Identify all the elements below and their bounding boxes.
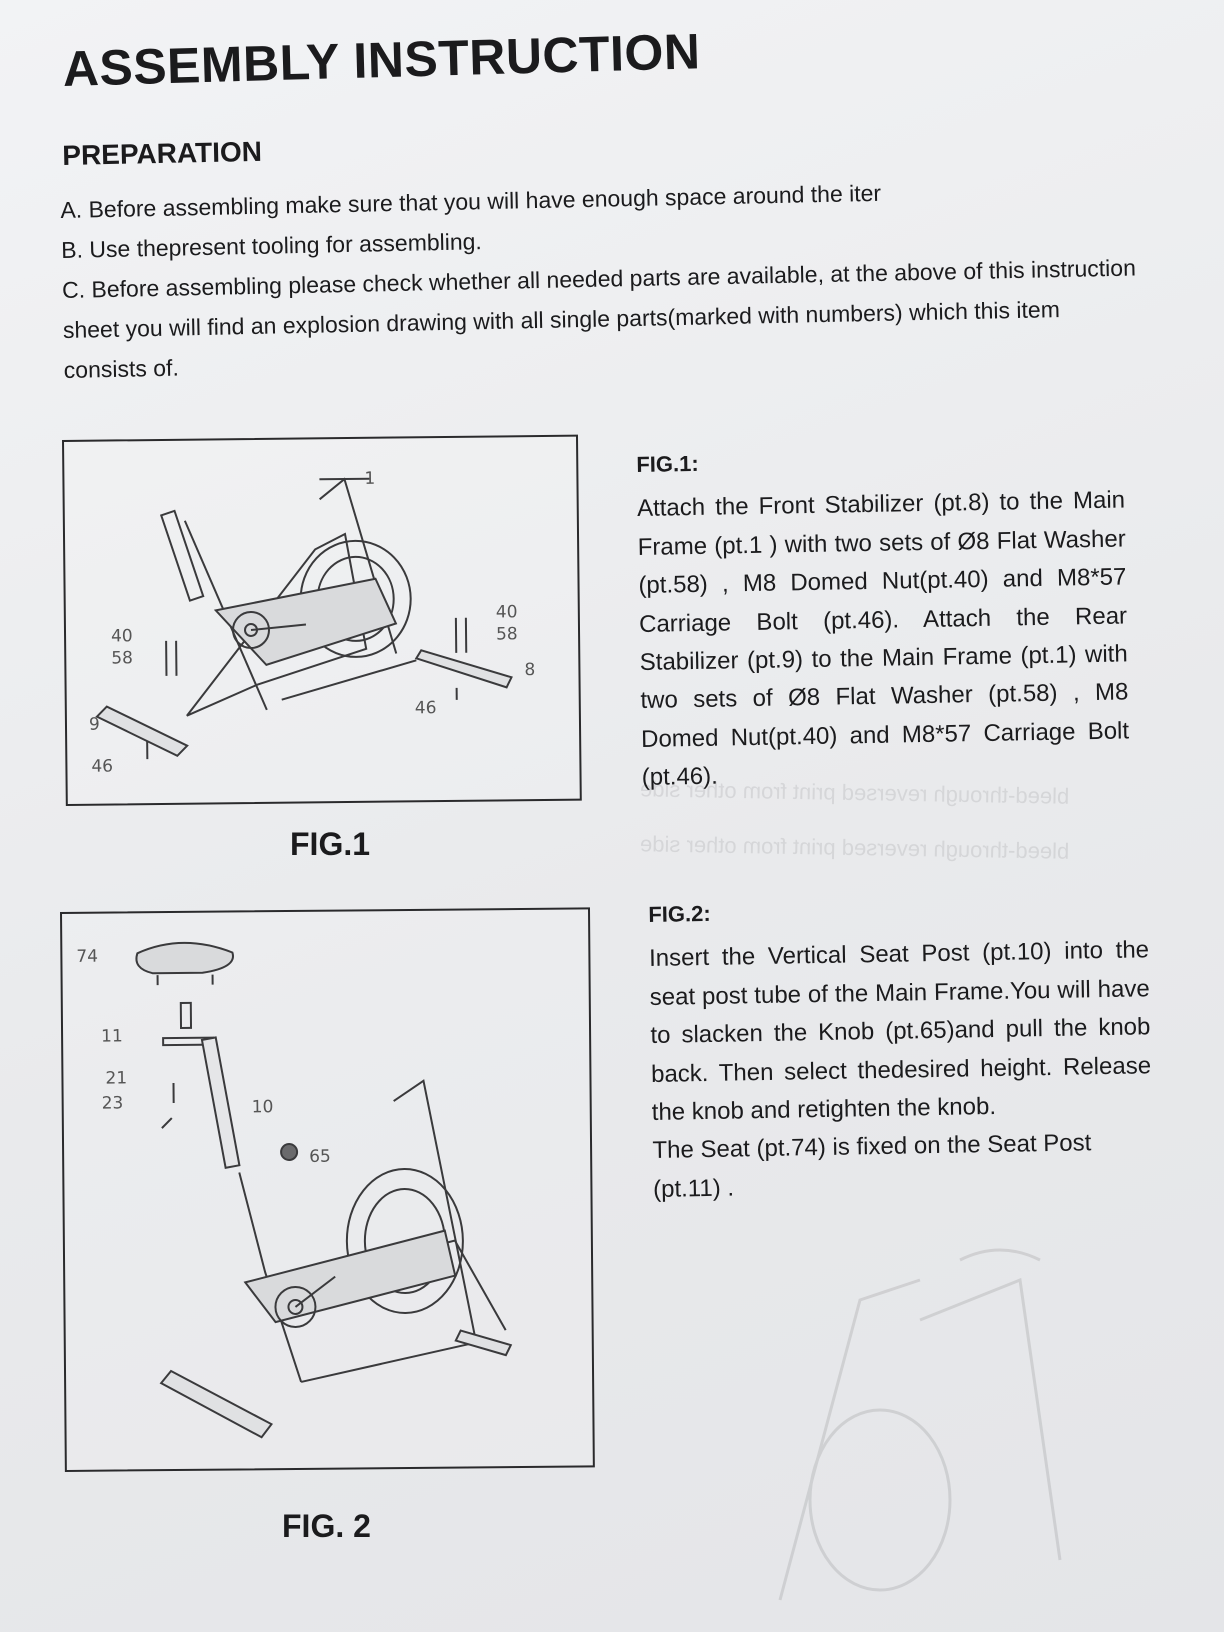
part-label-58-right: 58 — [496, 624, 518, 644]
figure-1-heading: FIG.1: — [636, 450, 699, 477]
figure-1-drawing: 1 40 58 40 58 8 46 9 46 — [62, 434, 582, 806]
part-label-8: 8 — [524, 660, 535, 680]
part-label-1: 1 — [364, 469, 375, 489]
figure-1-instructions: FIG.1: Attach the Front Stabilizer (pt.8… — [636, 437, 1130, 797]
seat-assembly-drawing: 74 11 21 23 10 65 — [76, 941, 513, 1439]
figure-1-body: Attach the Front Stabilizer (pt.8) to th… — [636, 486, 1130, 792]
part-label-10: 10 — [252, 1097, 274, 1117]
part-label-9: 9 — [89, 715, 100, 735]
preparation-list: A. Before assembling make sure that you … — [60, 167, 1144, 390]
part-label-46-right: 46 — [415, 698, 437, 718]
part-label-58-left: 58 — [111, 648, 133, 668]
preparation-item-c: C. Before assembling please check whethe… — [61, 254, 1137, 383]
part-label-65: 65 — [309, 1147, 331, 1167]
section-heading: PREPARATION — [62, 135, 263, 171]
part-label-46-left: 46 — [91, 756, 113, 776]
part-label-40-right: 40 — [496, 602, 518, 622]
part-label-11: 11 — [101, 1026, 123, 1046]
figure-2-body: Insert the Vertical Seat Post (pt.10) in… — [648, 936, 1152, 1126]
page-title: ASSEMBLY INSTRUCTION — [62, 23, 702, 97]
part-label-23: 23 — [102, 1093, 124, 1113]
part-label-21: 21 — [105, 1068, 127, 1088]
figure-2-seat-note: The Seat (pt.74) is fixed on the Seat Po… — [652, 1129, 1092, 1203]
figure-2-heading: FIG.2: — [648, 900, 711, 927]
part-label-40-left: 40 — [111, 626, 133, 646]
bleed-through-bike-illustration — [778, 1248, 1062, 1601]
figure-2-instructions: FIG.2: Insert the Vertical Seat Post (pt… — [648, 887, 1153, 1209]
figure-1-caption: FIG.1 — [290, 826, 371, 862]
bike-frame-drawing: 1 40 58 40 58 8 46 9 46 — [89, 469, 535, 777]
bleed-through-text: bleed-through reversed print from other … — [639, 831, 1070, 864]
part-label-74: 74 — [76, 947, 98, 967]
figure-2-caption: FIG. 2 — [282, 1508, 371, 1544]
figure-2-drawing: 74 11 21 23 10 65 — [60, 907, 595, 1472]
